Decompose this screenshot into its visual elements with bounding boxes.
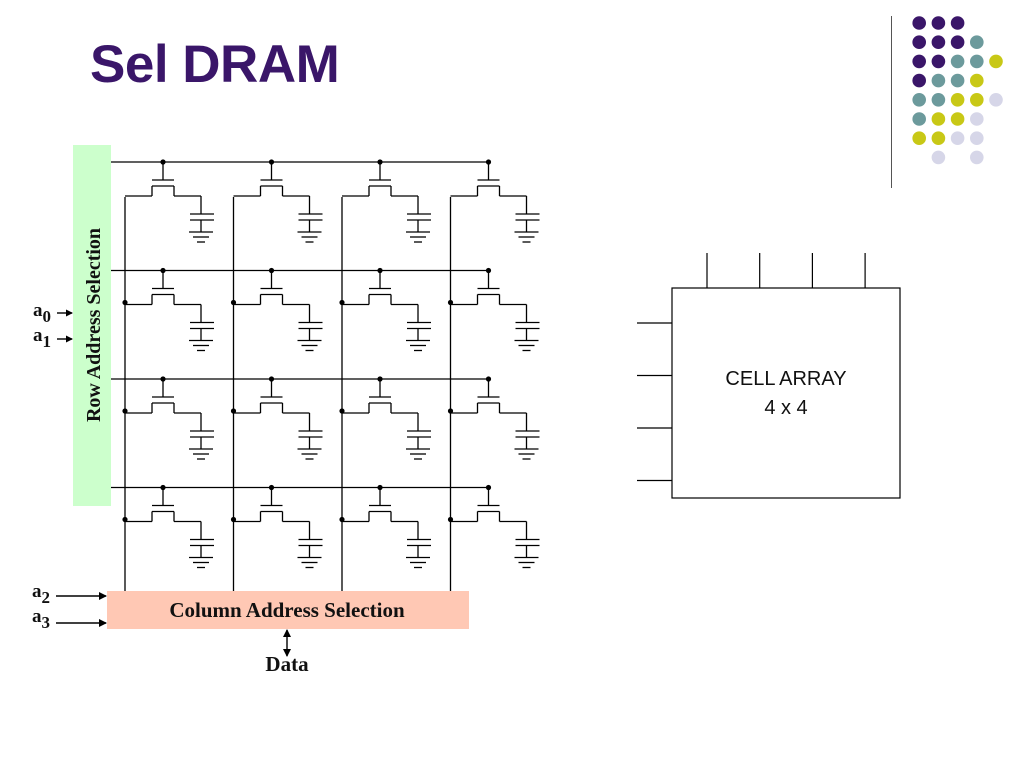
column-address-selection-label: Column Address Selection [169, 598, 405, 622]
data-arrow [283, 629, 291, 657]
memory-cell [447, 376, 492, 414]
row-address-selection-block [73, 145, 111, 506]
memory-cell [339, 484, 383, 523]
column-input-a3-sub: 3 [42, 613, 51, 632]
svg-text:a2: a2 [32, 581, 50, 607]
column-input-a2-base: a [32, 581, 42, 602]
cell-array-pins [637, 253, 866, 482]
bit-line-junction-dot [339, 516, 345, 523]
bit-line-junction-dot [122, 408, 128, 414]
svg-text:a0: a0 [33, 300, 51, 326]
row-input-a1: a1 [33, 325, 73, 351]
column-input-a2-sub: 2 [42, 588, 51, 607]
column-address-selection-block [107, 591, 469, 629]
memory-cell [230, 484, 275, 523]
row-address-selection-label: Row Address Selection [83, 228, 105, 422]
bit-line-junction-dot [447, 408, 454, 414]
memory-cell [447, 267, 492, 306]
column-input-a3-base: a [32, 606, 42, 627]
bit-line-junction-dot [447, 516, 454, 523]
bit-line-junction-dot [339, 299, 345, 306]
memory-cell [339, 376, 383, 414]
cell-array-size: 4 x 4 [764, 397, 807, 419]
memory-cell [230, 267, 275, 306]
row-input-a0: a0 [33, 300, 73, 326]
bit-line-junction-dot [230, 516, 237, 523]
column-input-a3: a3 [32, 606, 107, 632]
bit-line-junction-dot [230, 299, 237, 306]
row-input-a1-base: a [33, 325, 43, 346]
memory-cell [122, 267, 166, 306]
svg-text:a3: a3 [32, 606, 50, 632]
column-input-a2: a2 [32, 581, 107, 607]
svg-text:a1: a1 [33, 325, 51, 351]
bit-line-junction-dot [230, 408, 237, 414]
memory-cell [447, 484, 492, 523]
cell-array-title: CELL ARRAY [725, 368, 846, 390]
data-label: Data [265, 652, 309, 676]
row-input-a1-sub: 1 [43, 332, 52, 351]
dram-cell-grid [111, 159, 540, 591]
slide-title: Sel DRAM [90, 35, 340, 94]
memory-cell [122, 376, 166, 414]
bit-line-junction-dot [122, 299, 128, 306]
bit-line-junction-dot [122, 516, 128, 523]
row-input-a0-sub: 0 [43, 307, 52, 326]
cell-array-box [671, 287, 901, 499]
memory-cell [230, 376, 275, 414]
row-input-a0-base: a [33, 300, 43, 321]
bit-line-junction-dot [447, 299, 454, 306]
memory-cell [339, 267, 383, 306]
memory-cell [122, 484, 166, 523]
header-divider [891, 16, 892, 188]
bit-line-junction-dot [339, 408, 345, 414]
